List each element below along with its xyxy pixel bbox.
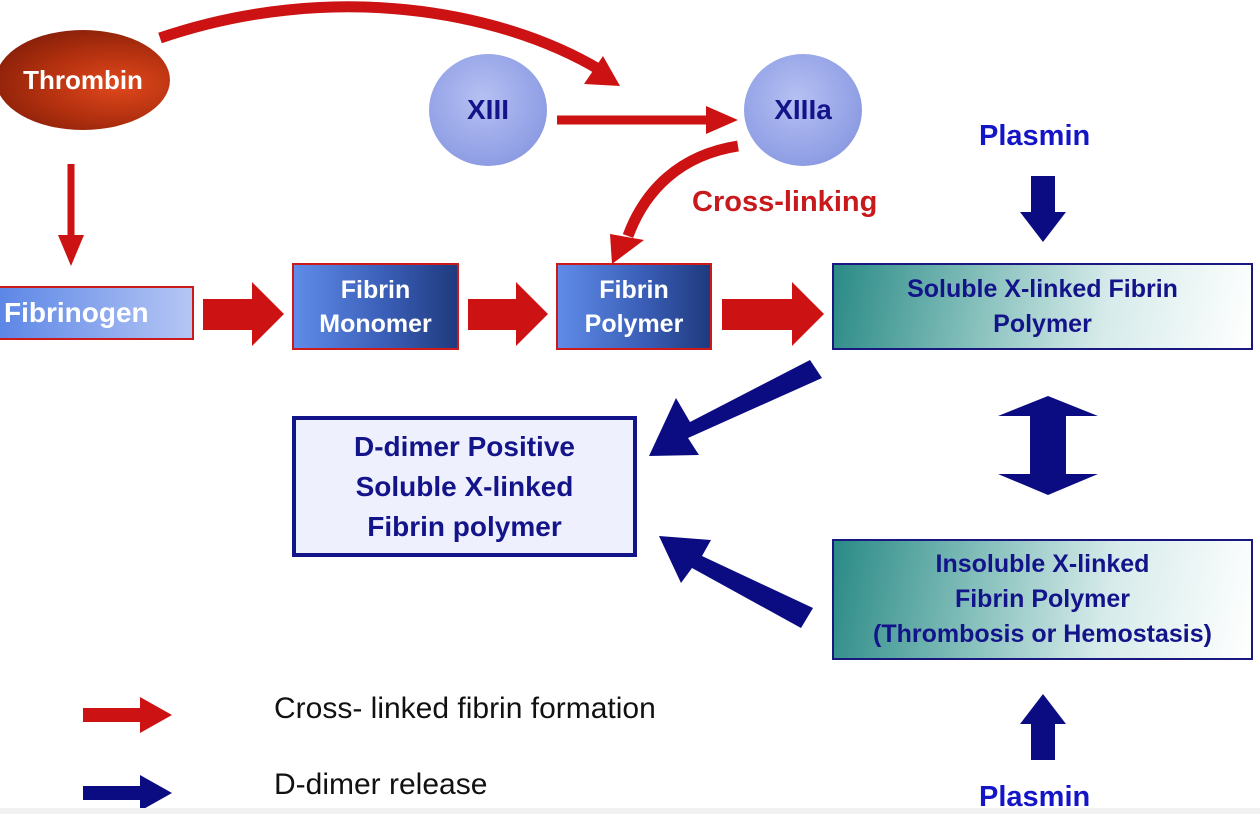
arrow-plasmin-top-down [1020, 176, 1066, 242]
arrow-polymer-to-soluble [722, 282, 824, 346]
arrow-soluble-insoluble-double [998, 396, 1098, 495]
legend-red-arrow [83, 697, 172, 733]
node-soluble-line-2: Polymer [993, 309, 1092, 338]
node-fibrin-monomer: Fibrin Monomer [292, 263, 459, 350]
node-xiiia: XIIIa [744, 54, 862, 166]
legend-blue-label: D-dimer release [274, 768, 488, 801]
arrowhead-thrombin-to-xiiia [584, 56, 620, 86]
node-fibrin-monomer-line-2: Monomer [319, 309, 432, 338]
node-fibrin-monomer-line-1: Fibrin [340, 275, 411, 304]
node-soluble-line-1: Soluble X-linked Fibrin [907, 274, 1178, 303]
arrow-xiiia-to-polymer [622, 140, 739, 238]
node-fibrinogen: Fibrinogen [0, 286, 194, 340]
arrowhead-xiii-to-xiiia [706, 106, 738, 134]
node-ddimer-line-3: Fibrin polymer [367, 510, 562, 542]
node-thrombin: Thrombin [0, 30, 170, 130]
arrowhead-thrombin-to-fibrinogen [58, 235, 84, 266]
arrow-soluble-to-ddimer [649, 360, 822, 456]
node-ddimer-line-2: Soluble X-linked [355, 470, 574, 502]
label-plasmin-top: Plasmin [979, 120, 1091, 152]
node-fibrin-polymer-line-1: Fibrin [599, 275, 669, 304]
arrow-fibrinogen-to-monomer [203, 282, 284, 346]
node-fibrin-polymer: Fibrin Polymer [556, 263, 712, 350]
node-xiii: XIII [429, 54, 547, 166]
node-ddimer-positive: D-dimer Positive Soluble X-linked Fibrin… [292, 416, 637, 557]
arrow-monomer-to-polymer [468, 282, 548, 346]
node-insoluble-xlinked-fibrin-polymer: Insoluble X-linked Fibrin Polymer (Throm… [832, 539, 1253, 660]
bottom-strip [0, 808, 1260, 814]
node-fibrinogen-label: Fibrinogen [4, 297, 149, 328]
arrow-plasmin-bottom-up [1020, 694, 1066, 760]
node-ddimer-line-1: D-dimer Positive [354, 430, 575, 462]
node-fibrin-polymer-line-2: Polymer [584, 309, 684, 338]
arrowhead-xiiia-to-polymer [610, 234, 644, 264]
node-thrombin-label: Thrombin [23, 64, 143, 95]
legend-red-label: Cross- linked fibrin formation [274, 692, 656, 725]
node-soluble-xlinked-fibrin-polymer: Soluble X-linked Fibrin Polymer [832, 263, 1253, 350]
label-cross-linking: Cross-linking [692, 186, 878, 218]
node-insoluble-line-2: Fibrin Polymer [954, 585, 1131, 613]
arrow-thrombin-to-xiiia [158, 1, 603, 75]
node-xiiia-label: XIIIa [774, 94, 832, 125]
arrow-insoluble-to-ddimer [659, 536, 813, 628]
legend-blue-arrow [83, 775, 172, 811]
node-insoluble-line-3: (Thrombosis or Hemostasis) [873, 620, 1212, 648]
node-xiii-label: XIII [466, 94, 509, 125]
label-plasmin-bottom: Plasmin [979, 781, 1091, 813]
node-insoluble-line-1: Insoluble X-linked [935, 550, 1150, 578]
